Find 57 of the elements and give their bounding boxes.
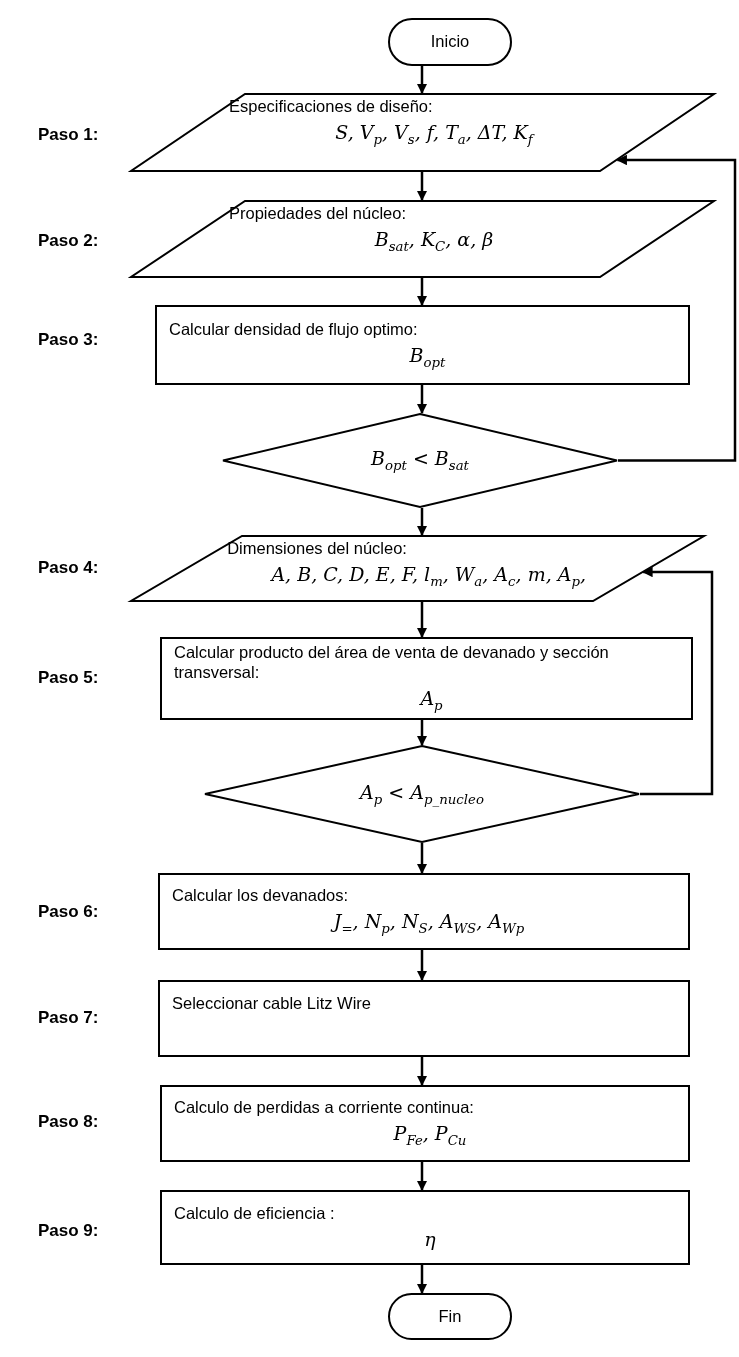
formula-text: P$_{Fe}$, P$_{Cu}$ [392,1122,468,1149]
arrow [640,566,714,796]
step-label: Paso 8: [38,1112,99,1132]
formula-text: B$_{opt}$ [408,343,447,371]
formula-text: J$_{=}$, N$_{p}$, N$_{S}$, A$_{WS}$, A$_{Wp}$ [172,910,686,937]
step-label: Paso 2: [38,231,99,251]
process-box [160,1190,690,1265]
arrow [416,1162,428,1192]
step-description: Calcular densidad de flujo optimo: [169,319,419,340]
formula-text: A, B, C, D, E, F, l$_{m}$, W$_{a}$, A$_{c}$, m, A$_{p}$, [269,562,587,590]
arrow [616,154,737,462]
process-box [155,305,690,385]
arrow [416,602,428,639]
step-description: Calculo de perdidas a corriente continua: [174,1098,475,1118]
input-parallelogram [130,200,715,278]
formula-text: B$_{sat}$, K$_{C}$, α, β [373,227,495,255]
process-box [158,873,690,950]
step-description: Calculo de eficiencia : [174,1204,336,1224]
formula-text: S, V$_{p}$, V$_{s}$, f, T$_{a}$, ΔT, K$_{f}$ [334,120,536,148]
step-label: Paso 6: [38,902,99,922]
step-description: Calcular los devanados: [172,886,350,906]
step-description: Calcular producto del área de venta de devanado y sección transversal: [174,643,610,683]
decision-diamond [222,413,618,508]
step-label: Paso 9: [38,1221,99,1241]
step-description: Propiedades del núcleo: [228,204,408,224]
decision-diamond [204,745,640,843]
arrow [416,1057,428,1087]
terminal-shape [388,18,512,66]
arrow [416,508,428,537]
step-description: Seleccionar cable Litz Wire [172,994,372,1014]
formula-text: A$_{p}$ [418,686,444,714]
step-label: Paso 4: [38,558,99,578]
formula-text: B$_{opt}$ < B$_{sat}$ [369,447,470,474]
formula-text: A$_{p}$ < A$_{p_nucleo}$ [357,780,485,808]
arrow [416,385,428,415]
arrow [416,1265,428,1295]
arrow [416,720,428,747]
step-label: Paso 3: [38,330,99,350]
arrow [416,172,428,202]
step-description: Especificaciones de diseño: [228,97,434,117]
step-label: Paso 1: [38,125,99,145]
arrow [416,950,428,982]
step-description: Dimensiones del núcleo: [226,539,408,559]
arrow [416,66,428,95]
terminal-shape [388,1293,512,1340]
step-label: Paso 5: [38,668,99,688]
process-box [160,1085,690,1162]
arrow [416,843,428,875]
input-parallelogram [130,535,705,602]
terminal-label: Inicio [429,32,471,52]
input-parallelogram [130,93,715,172]
arrow [416,278,428,307]
step-label: Paso 7: [38,1008,99,1028]
process-box [160,637,693,720]
terminal-label: Fin [437,1306,463,1327]
formula-text: η [423,1228,437,1251]
process-box [158,980,690,1057]
